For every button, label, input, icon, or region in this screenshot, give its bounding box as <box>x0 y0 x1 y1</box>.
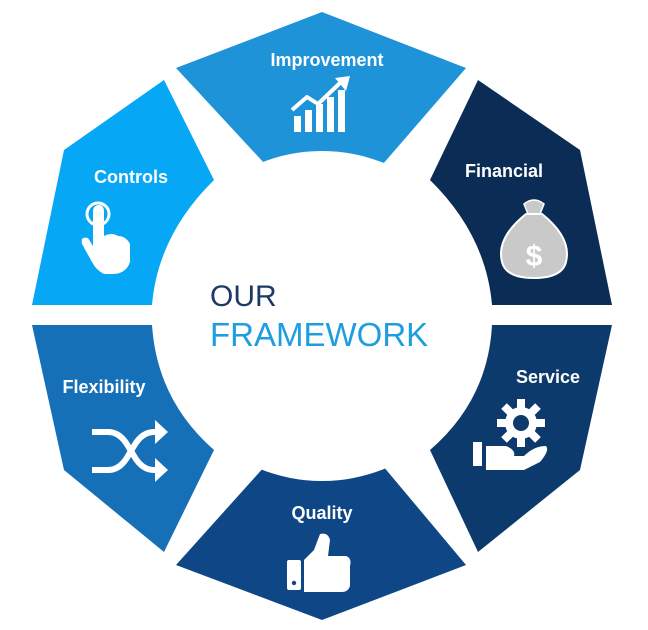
center-title-line1: OUR <box>210 280 277 313</box>
segment-controls[interactable] <box>32 80 214 305</box>
touch-hand-icon <box>81 201 130 274</box>
bar-chart-growth-icon <box>290 76 350 132</box>
label-flexibility: Flexibility <box>62 377 145 397</box>
segment-improvement[interactable] <box>176 12 466 164</box>
center-disc <box>157 151 487 481</box>
label-financial: Financial <box>465 161 543 181</box>
center-title-line2: FRAMEWORK <box>210 316 428 353</box>
label-controls: Controls <box>94 167 168 187</box>
money-bag-icon: $ <box>500 199 568 280</box>
label-improvement: Improvement <box>270 50 383 70</box>
label-service: Service <box>516 367 580 387</box>
thumbs-up-icon <box>287 533 351 592</box>
gear-hand-icon <box>473 399 548 470</box>
label-quality: Quality <box>291 503 352 523</box>
svg-text:$: $ <box>526 240 543 273</box>
shuffle-icon <box>92 420 168 482</box>
